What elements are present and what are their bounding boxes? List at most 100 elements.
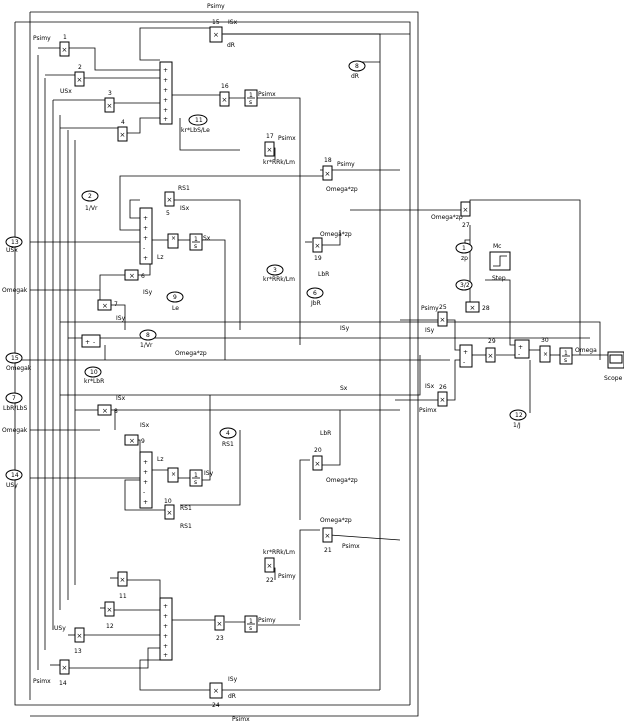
svg-text:×: × [463,206,469,214]
svg-text:ISx: ISx [180,205,190,212]
svg-text:ISx: ISx [425,383,435,390]
svg-text:Psimx: Psimx [342,543,360,550]
product-block-26[interactable] [437,391,448,407]
product-block-9[interactable] [124,434,139,446]
svg-text:×: × [315,242,321,250]
svg-text:22: 22 [266,577,274,584]
port-1-j[interactable] [509,409,527,421]
port-usy[interactable] [5,469,23,481]
port-jbr[interactable] [306,287,324,299]
sum-block-upper[interactable] [159,61,173,125]
svg-text:×: × [488,352,494,360]
svg-text:×: × [129,437,135,445]
gain-isy[interactable] [167,467,179,483]
svg-text:Mc: Mc [493,243,501,250]
port-rs1[interactable] [219,427,237,439]
svg-text:×: × [62,664,68,672]
svg-text:Omegak: Omegak [2,427,28,434]
svg-text:12: 12 [515,412,523,419]
gain-30[interactable] [539,345,551,363]
svg-text:USy: USy [6,482,18,489]
product-block-23[interactable] [214,615,225,631]
product-block-6[interactable] [124,269,139,281]
scope-block[interactable] [607,351,624,369]
svg-text:USx: USx [60,88,72,95]
product-block-13[interactable] [74,627,85,643]
product-block-29[interactable] [485,347,496,363]
svg-text:×: × [267,562,273,570]
port-omegak[interactable] [5,352,23,364]
sum-block-isy[interactable] [139,451,153,509]
svg-text:Omega*zp: Omega*zp [320,231,352,238]
port-1-vr[interactable] [81,190,99,202]
svg-text:+: + [463,349,468,356]
product-block-3[interactable] [104,97,115,113]
product-block-18[interactable] [322,165,333,181]
svg-text:×: × [167,509,173,517]
sum-block-isx[interactable] [139,207,153,265]
svg-text:×: × [440,316,446,324]
port-lbs[interactable] [139,329,157,341]
product-block-25[interactable] [437,311,448,327]
product-block-15[interactable] [209,26,223,43]
port-zp[interactable] [455,242,473,254]
product-block-7[interactable] [97,299,112,311]
svg-text:14: 14 [59,680,67,687]
product-block-10[interactable] [164,504,175,520]
sum-block-omega-diff[interactable] [81,334,101,348]
svg-text:Omega*zp: Omega*zp [320,517,352,524]
svg-text:LbR: LbR [320,430,331,437]
svg-text:kr*LbS/Le: kr*LbS/Le [181,127,210,134]
svg-text:26: 26 [439,384,447,391]
svg-text:+: + [163,603,168,610]
step-block[interactable] [489,251,511,271]
product-block-21[interactable] [322,527,333,543]
product-block-28[interactable] [465,301,480,313]
product-block-16[interactable] [219,91,230,107]
port-kr-lbs-le[interactable] [188,114,208,126]
product-block-2[interactable] [74,71,85,87]
svg-text:dR: dR [227,42,235,49]
product-block-11[interactable] [117,571,128,587]
sum-block-torque[interactable] [459,344,473,368]
product-block-8[interactable] [97,404,112,416]
product-block-14[interactable] [59,659,70,675]
product-block-27[interactable] [460,201,471,217]
product-block-19[interactable] [312,237,323,253]
svg-text:RS1: RS1 [178,185,190,192]
svg-text:×: × [213,31,219,39]
port-3-2[interactable] [455,279,473,291]
svg-text:+: + [163,67,168,74]
svg-text:×: × [222,96,228,104]
product-block-12[interactable] [104,601,115,617]
sum-block-mech[interactable] [514,339,530,359]
sum-block-lower[interactable] [159,597,173,661]
svg-text:9: 9 [141,438,145,445]
signal-labels: Psimy Psimx Psimy USx ISx dR dR kr*LbS/L… [2,3,623,723]
svg-text:×: × [102,302,108,310]
product-block-4[interactable] [117,126,128,142]
product-block-17[interactable] [264,141,275,157]
product-block-5[interactable] [164,191,175,207]
svg-text:Psimy: Psimy [258,617,276,624]
svg-text:Omega: Omega [575,347,597,354]
port-kr-rrk-lm[interactable] [266,264,284,276]
svg-text:21: 21 [324,547,332,554]
port-lbr-lbs[interactable] [5,392,23,404]
product-block-22[interactable] [264,557,275,573]
svg-text:ISy: ISy [340,325,350,332]
svg-text:ISy: ISy [143,289,153,296]
svg-text:dR: dR [228,693,236,700]
svg-text:Sx: Sx [203,235,211,242]
port-kr-lbr[interactable] [84,366,102,378]
port-usx[interactable] [5,236,23,248]
svg-text:5: 5 [166,210,170,217]
svg-text:+: + [163,116,168,123]
product-block-1[interactable] [59,41,70,57]
port-dr[interactable] [348,60,366,72]
gain-isx[interactable] [167,233,179,249]
port-le[interactable] [166,291,184,303]
product-block-24[interactable] [209,682,223,699]
product-block-20[interactable] [312,455,323,471]
svg-text:×: × [107,606,113,614]
